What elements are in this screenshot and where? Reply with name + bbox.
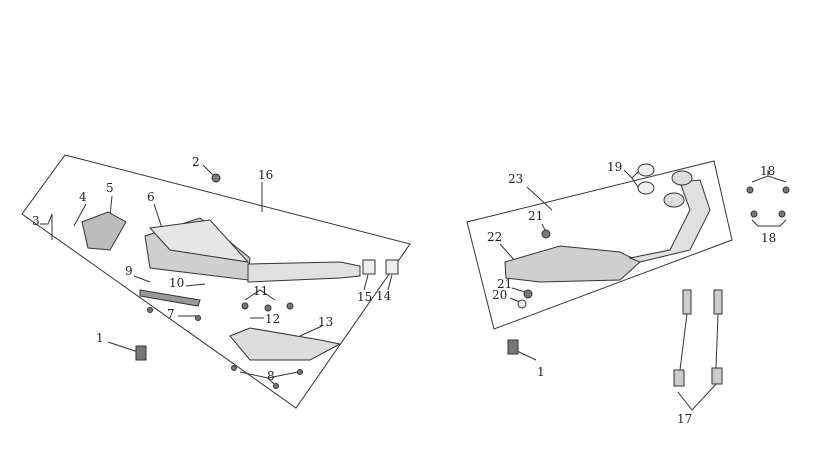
exhaust-flange — [671, 170, 693, 186]
callout-3: 3 — [32, 214, 40, 228]
callout-18-bottom: 18 — [761, 231, 777, 245]
callout-4: 4 — [79, 190, 87, 204]
callout-10: 10 — [169, 276, 185, 290]
bolt-1-right — [507, 339, 519, 355]
callout-5: 5 — [106, 181, 114, 195]
bracket-10 — [139, 289, 201, 307]
callout-17: 17 — [677, 412, 693, 426]
callout-20: 20 — [492, 288, 508, 302]
gasket-19 — [637, 163, 655, 177]
right-assembly-frame — [466, 160, 733, 330]
left-assembly-frame — [21, 154, 411, 409]
callout-8: 8 — [267, 369, 275, 383]
callout-1: 1 — [96, 331, 104, 345]
muffler-heat-shield — [148, 219, 250, 263]
callout-7: 7 — [167, 307, 175, 321]
muffler-right — [504, 245, 641, 283]
callout-11: 11 — [253, 284, 269, 298]
callout-16: 16 — [258, 168, 274, 182]
o2-sensors — [673, 289, 723, 387]
callout-18-top: 18 — [760, 164, 776, 178]
bolt-2 — [211, 173, 221, 183]
muffler-end-cap — [81, 211, 127, 251]
callout-23: 23 — [508, 172, 524, 186]
callout-9: 9 — [125, 264, 133, 278]
callout-15: 15 — [357, 290, 373, 304]
gasket-14 — [385, 259, 399, 275]
bolt-1 — [135, 345, 147, 361]
callout-6: 6 — [147, 190, 155, 204]
callout-12: 12 — [265, 312, 281, 326]
heat-shield-13 — [229, 327, 342, 361]
callout-1-right: 1 — [537, 365, 545, 379]
callout-21-top: 21 — [528, 209, 544, 223]
callout-14: 14 — [376, 289, 392, 303]
exhaust-pipe-left — [247, 261, 361, 283]
gasket-15 — [362, 259, 376, 275]
callout-22: 22 — [487, 230, 503, 244]
callout-2: 2 — [192, 155, 200, 169]
callout-21-bottom: 21 — [497, 277, 513, 291]
callout-13: 13 — [318, 315, 334, 329]
callout-19: 19 — [607, 160, 623, 174]
